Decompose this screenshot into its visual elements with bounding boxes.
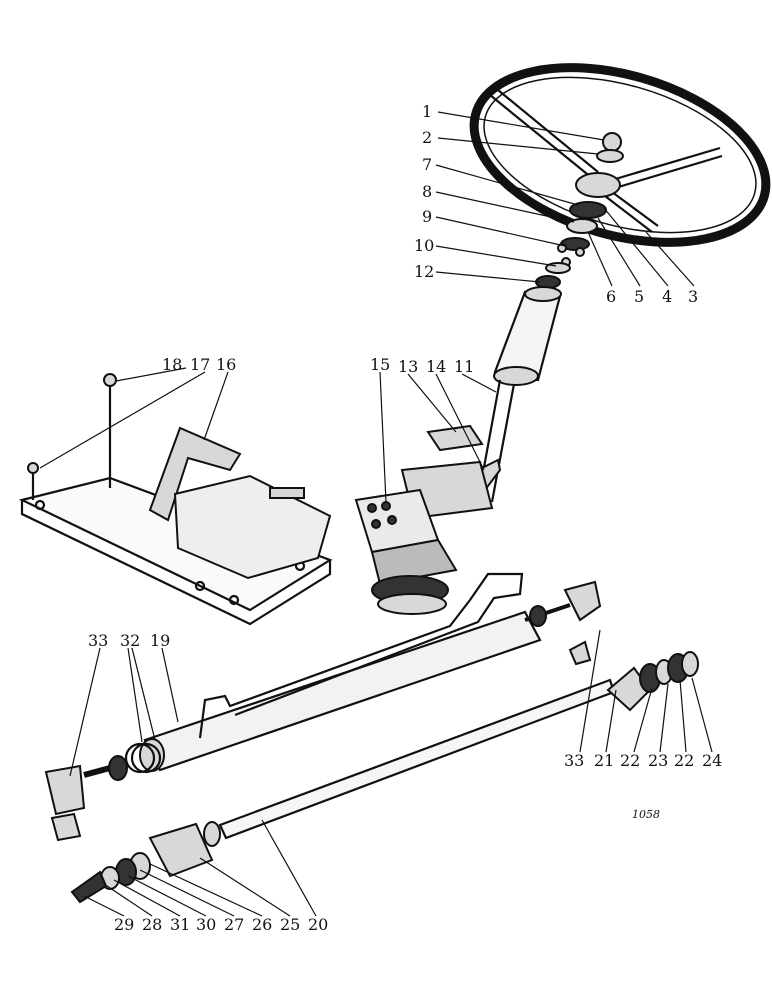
callout-24: 24 xyxy=(702,751,722,770)
callout-32: 32 xyxy=(120,631,140,650)
callout-23: 23 xyxy=(648,751,668,770)
callout-29: 29 xyxy=(114,915,134,934)
hub-nut-stack xyxy=(535,132,624,289)
callout-labels: 1 2 7 8 9 10 12 6 5 4 3 18 17 16 15 13 1… xyxy=(88,102,722,934)
callout-8: 8 xyxy=(422,182,432,201)
column-bracket xyxy=(426,424,502,492)
drawing-code: 1058 xyxy=(632,808,660,821)
callout-21: 21 xyxy=(594,751,614,770)
steering-column xyxy=(476,286,562,503)
callout-31: 31 xyxy=(170,915,190,934)
callout-22-b: 22 xyxy=(674,751,694,770)
callout-13: 13 xyxy=(398,357,418,376)
callout-14: 14 xyxy=(426,357,446,376)
callout-5: 5 xyxy=(634,287,644,306)
steering-cylinder xyxy=(44,572,602,842)
callout-7: 7 xyxy=(422,155,432,174)
callout-19: 19 xyxy=(150,631,170,650)
callout-18: 18 xyxy=(162,355,182,374)
tie-rod-assembly xyxy=(70,651,699,904)
callout-28: 28 xyxy=(142,915,162,934)
callout-3: 3 xyxy=(688,287,698,306)
callout-25: 25 xyxy=(280,915,300,934)
callout-11: 11 xyxy=(454,357,474,376)
callout-30: 30 xyxy=(196,915,216,934)
callout-22-a: 22 xyxy=(620,751,640,770)
callout-12: 12 xyxy=(414,262,434,281)
callout-33-right: 33 xyxy=(564,751,584,770)
callout-4: 4 xyxy=(662,287,672,306)
callout-6: 6 xyxy=(606,287,616,306)
callout-16: 16 xyxy=(216,355,236,374)
leader-lines xyxy=(39,111,713,917)
callout-1: 1 xyxy=(422,102,432,121)
steering-wheel xyxy=(469,63,771,247)
callout-9: 9 xyxy=(422,207,432,226)
steering-unit xyxy=(354,460,494,615)
callout-10: 10 xyxy=(414,236,434,255)
callout-27: 27 xyxy=(224,915,244,934)
callout-15: 15 xyxy=(370,355,390,374)
callout-17: 17 xyxy=(190,355,210,374)
callout-20: 20 xyxy=(308,915,328,934)
callout-33-left: 33 xyxy=(88,631,108,650)
callout-26: 26 xyxy=(252,915,272,934)
callout-2: 2 xyxy=(422,128,432,147)
mounting-plate xyxy=(18,373,333,626)
